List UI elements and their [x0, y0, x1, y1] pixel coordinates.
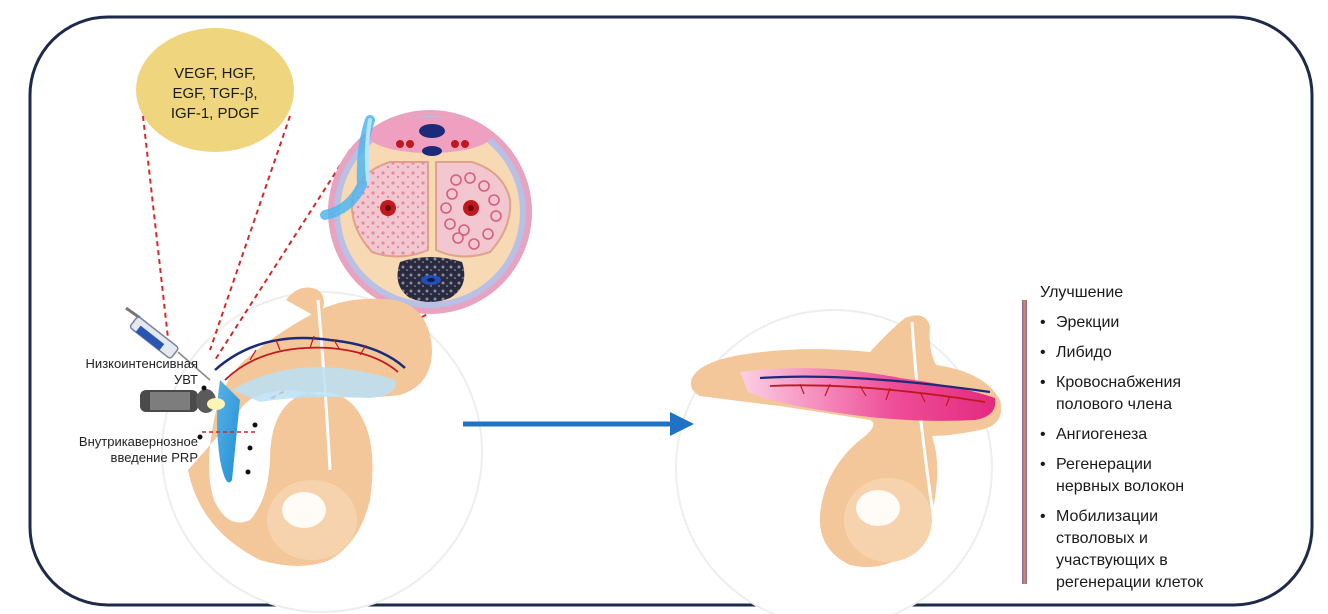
- growth-factor-text: VEGF, HGF, EGF, TGF-β, IGF-1, PDGF: [140, 64, 290, 124]
- improvement-item-line: Эрекции: [1056, 314, 1120, 331]
- label-line: Низкоинтенсивная: [85, 356, 198, 371]
- improvement-item-line: полового члена: [1056, 396, 1172, 413]
- label-intracavernous-prp: Внутрикавернозное введение PRP: [28, 434, 198, 466]
- improvement-item: Мобилизации стволовых и участвующих в реген…: [1040, 506, 1290, 594]
- injection-points: [197, 385, 258, 475]
- improvement-item-line: Регенерации: [1056, 456, 1152, 473]
- improvement-item-line: регенерации клеток: [1056, 574, 1204, 591]
- cross-section: [320, 110, 532, 314]
- growth-factor-line: VEGF, HGF,: [174, 65, 256, 82]
- improvement-item: Ангиогенеза: [1040, 424, 1290, 446]
- syringe: [125, 306, 211, 381]
- improvement-item-line: нервных волокон: [1056, 478, 1185, 495]
- improvement-panel: Улучшение ЭрекцииЛибидоКровоснабжения пол…: [1040, 282, 1290, 602]
- improvement-item-line: Ангиогенеза: [1056, 426, 1148, 443]
- improvement-title: Улучшение: [1040, 284, 1124, 301]
- label-line: УВТ: [173, 372, 198, 387]
- dashed-line-section-left: [214, 149, 351, 361]
- improvement-item: Либидо: [1040, 342, 1290, 364]
- dashed-line-left: [142, 115, 169, 339]
- improvement-item-line: Мобилизации: [1056, 508, 1159, 525]
- growth-factor-line: EGF, TGF-β,: [172, 85, 258, 102]
- improvement-bar: [1022, 300, 1027, 584]
- growth-factor-line: IGF-1, PDGF: [170, 105, 260, 122]
- improvement-item: Регенерации нервных волокон: [1040, 454, 1290, 498]
- improvement-item: Кровоснабжения полового члена: [1040, 372, 1290, 416]
- label-line: введение PRP: [110, 450, 198, 465]
- shockwave-probe: [140, 389, 225, 413]
- penis-before: [188, 287, 432, 566]
- outer-frame: [28, 15, 1314, 607]
- growth-factor-bubble: [136, 28, 294, 152]
- improvement-item-line: стволовых и: [1056, 530, 1148, 547]
- improvement-item: Эрекции: [1040, 312, 1290, 334]
- label-line: Внутрикавернозное: [78, 434, 198, 449]
- improvement-item-line: Либидо: [1056, 344, 1112, 361]
- improvement-item-line: участвующих в: [1056, 552, 1168, 569]
- label-low-intensity-swt: Низкоинтенсивная УВТ: [28, 356, 198, 388]
- improvement-item-line: Кровоснабжения: [1056, 374, 1182, 391]
- improvement-list: ЭрекцииЛибидоКровоснабжения полового член…: [1040, 312, 1290, 594]
- penis-after: [691, 315, 1002, 568]
- process-arrow-head: [670, 412, 694, 436]
